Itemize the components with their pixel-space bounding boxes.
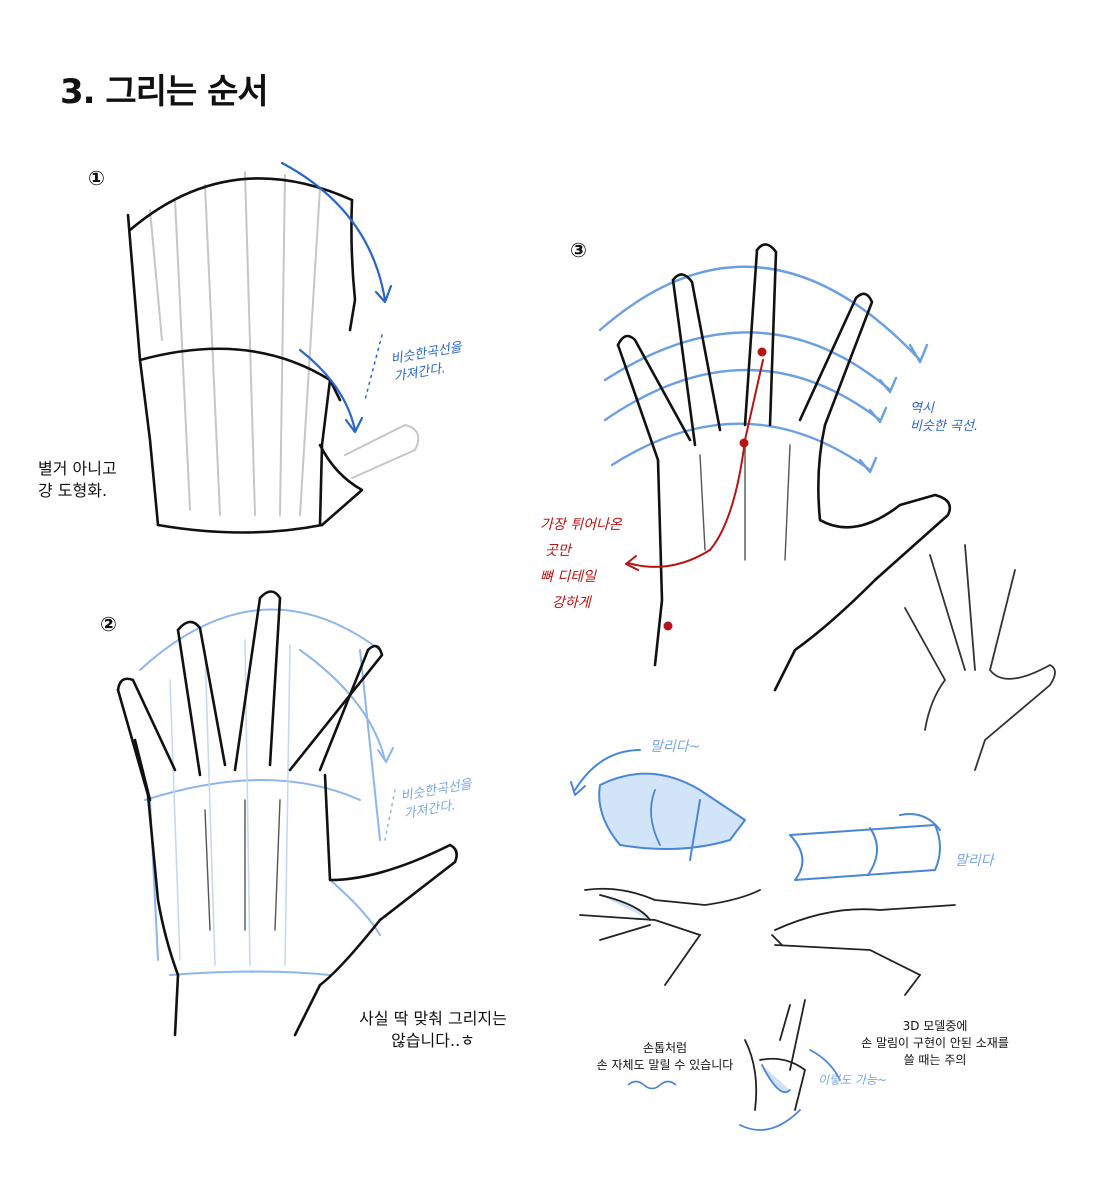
bottom-right-note-line-3: 쓸 때는 주의 bbox=[903, 1053, 967, 1067]
curled-hand-sketch-1 bbox=[579, 887, 761, 986]
curl-label-2: 말리다 bbox=[955, 853, 994, 869]
panel1-caption: 별거 아니고 걍 도형화. bbox=[38, 458, 117, 502]
curl-diagram-1 bbox=[570, 749, 746, 861]
panel1-block-drawing bbox=[126, 161, 420, 534]
panel3-blue-note: 역시 비슷한 곡선. bbox=[910, 400, 978, 436]
reference-hand-sketch bbox=[904, 544, 1056, 771]
wavy-underline bbox=[627, 1080, 677, 1090]
panel2-hand-drawing bbox=[116, 590, 458, 1037]
fist-hand-sketch bbox=[739, 999, 841, 1131]
bottom-right-note-line-2: 손 말림이 구현이 안된 소재를 bbox=[861, 1036, 1009, 1050]
bottom-left-note-line-2: 손 자체도 말릴 수 있습니다 bbox=[596, 1058, 734, 1072]
panel3-red-note-line-2: 곳만 bbox=[545, 543, 571, 559]
panel3-blue-note-line-2: 비슷한 곡선. bbox=[910, 419, 979, 434]
panel3-red-note-line-4: 강하게 bbox=[552, 595, 591, 611]
page-title: 3. 그리는 순서 bbox=[60, 72, 269, 112]
panel1-caption-line-1: 별거 아니고 bbox=[38, 459, 117, 478]
bottom-left-note-line-1: 손톱처럼 bbox=[642, 1041, 688, 1055]
bottom-left-note: 손톱처럼 손 자체도 말릴 수 있습니다 bbox=[590, 1040, 740, 1074]
step-number-2: ② bbox=[100, 612, 117, 636]
panel1-caption-line-2: 걍 도형화. bbox=[38, 481, 108, 500]
curl-label-1: 말리다~ bbox=[650, 739, 701, 755]
curled-hand-sketch-2 bbox=[771, 904, 956, 996]
step-number-3: ③ bbox=[570, 238, 587, 262]
panel2-caption-line-1: 사실 딱 맞춰 그리지는 bbox=[359, 1009, 507, 1028]
curl-diagram-2 bbox=[789, 813, 941, 881]
panel3-blue-note-line-1: 역시 bbox=[910, 401, 934, 416]
panel2-caption-line-2: 않습니다..ㅎ bbox=[391, 1031, 475, 1050]
panel2-caption: 사실 딱 맞춰 그리지는 않습니다..ㅎ bbox=[338, 1008, 528, 1052]
panel3-hand-drawing bbox=[598, 243, 952, 692]
bottom-right-note: 3D 모델중에 손 말림이 구현이 안된 소재를 쓸 때는 주의 bbox=[845, 1018, 1025, 1069]
bottom-right-note-line-1: 3D 모델중에 bbox=[902, 1019, 968, 1033]
panel3-red-note: 가장 튀어나온 곳만 뼈 디테일 강하게 bbox=[540, 512, 622, 616]
step-number-1: ① bbox=[88, 166, 105, 190]
panel3-red-note-line-1: 가장 튀어나온 bbox=[540, 517, 622, 533]
bottom-small-note: 이렇도 가능~ bbox=[818, 1073, 888, 1087]
panel3-red-note-line-3: 뼈 디테일 bbox=[540, 569, 596, 585]
